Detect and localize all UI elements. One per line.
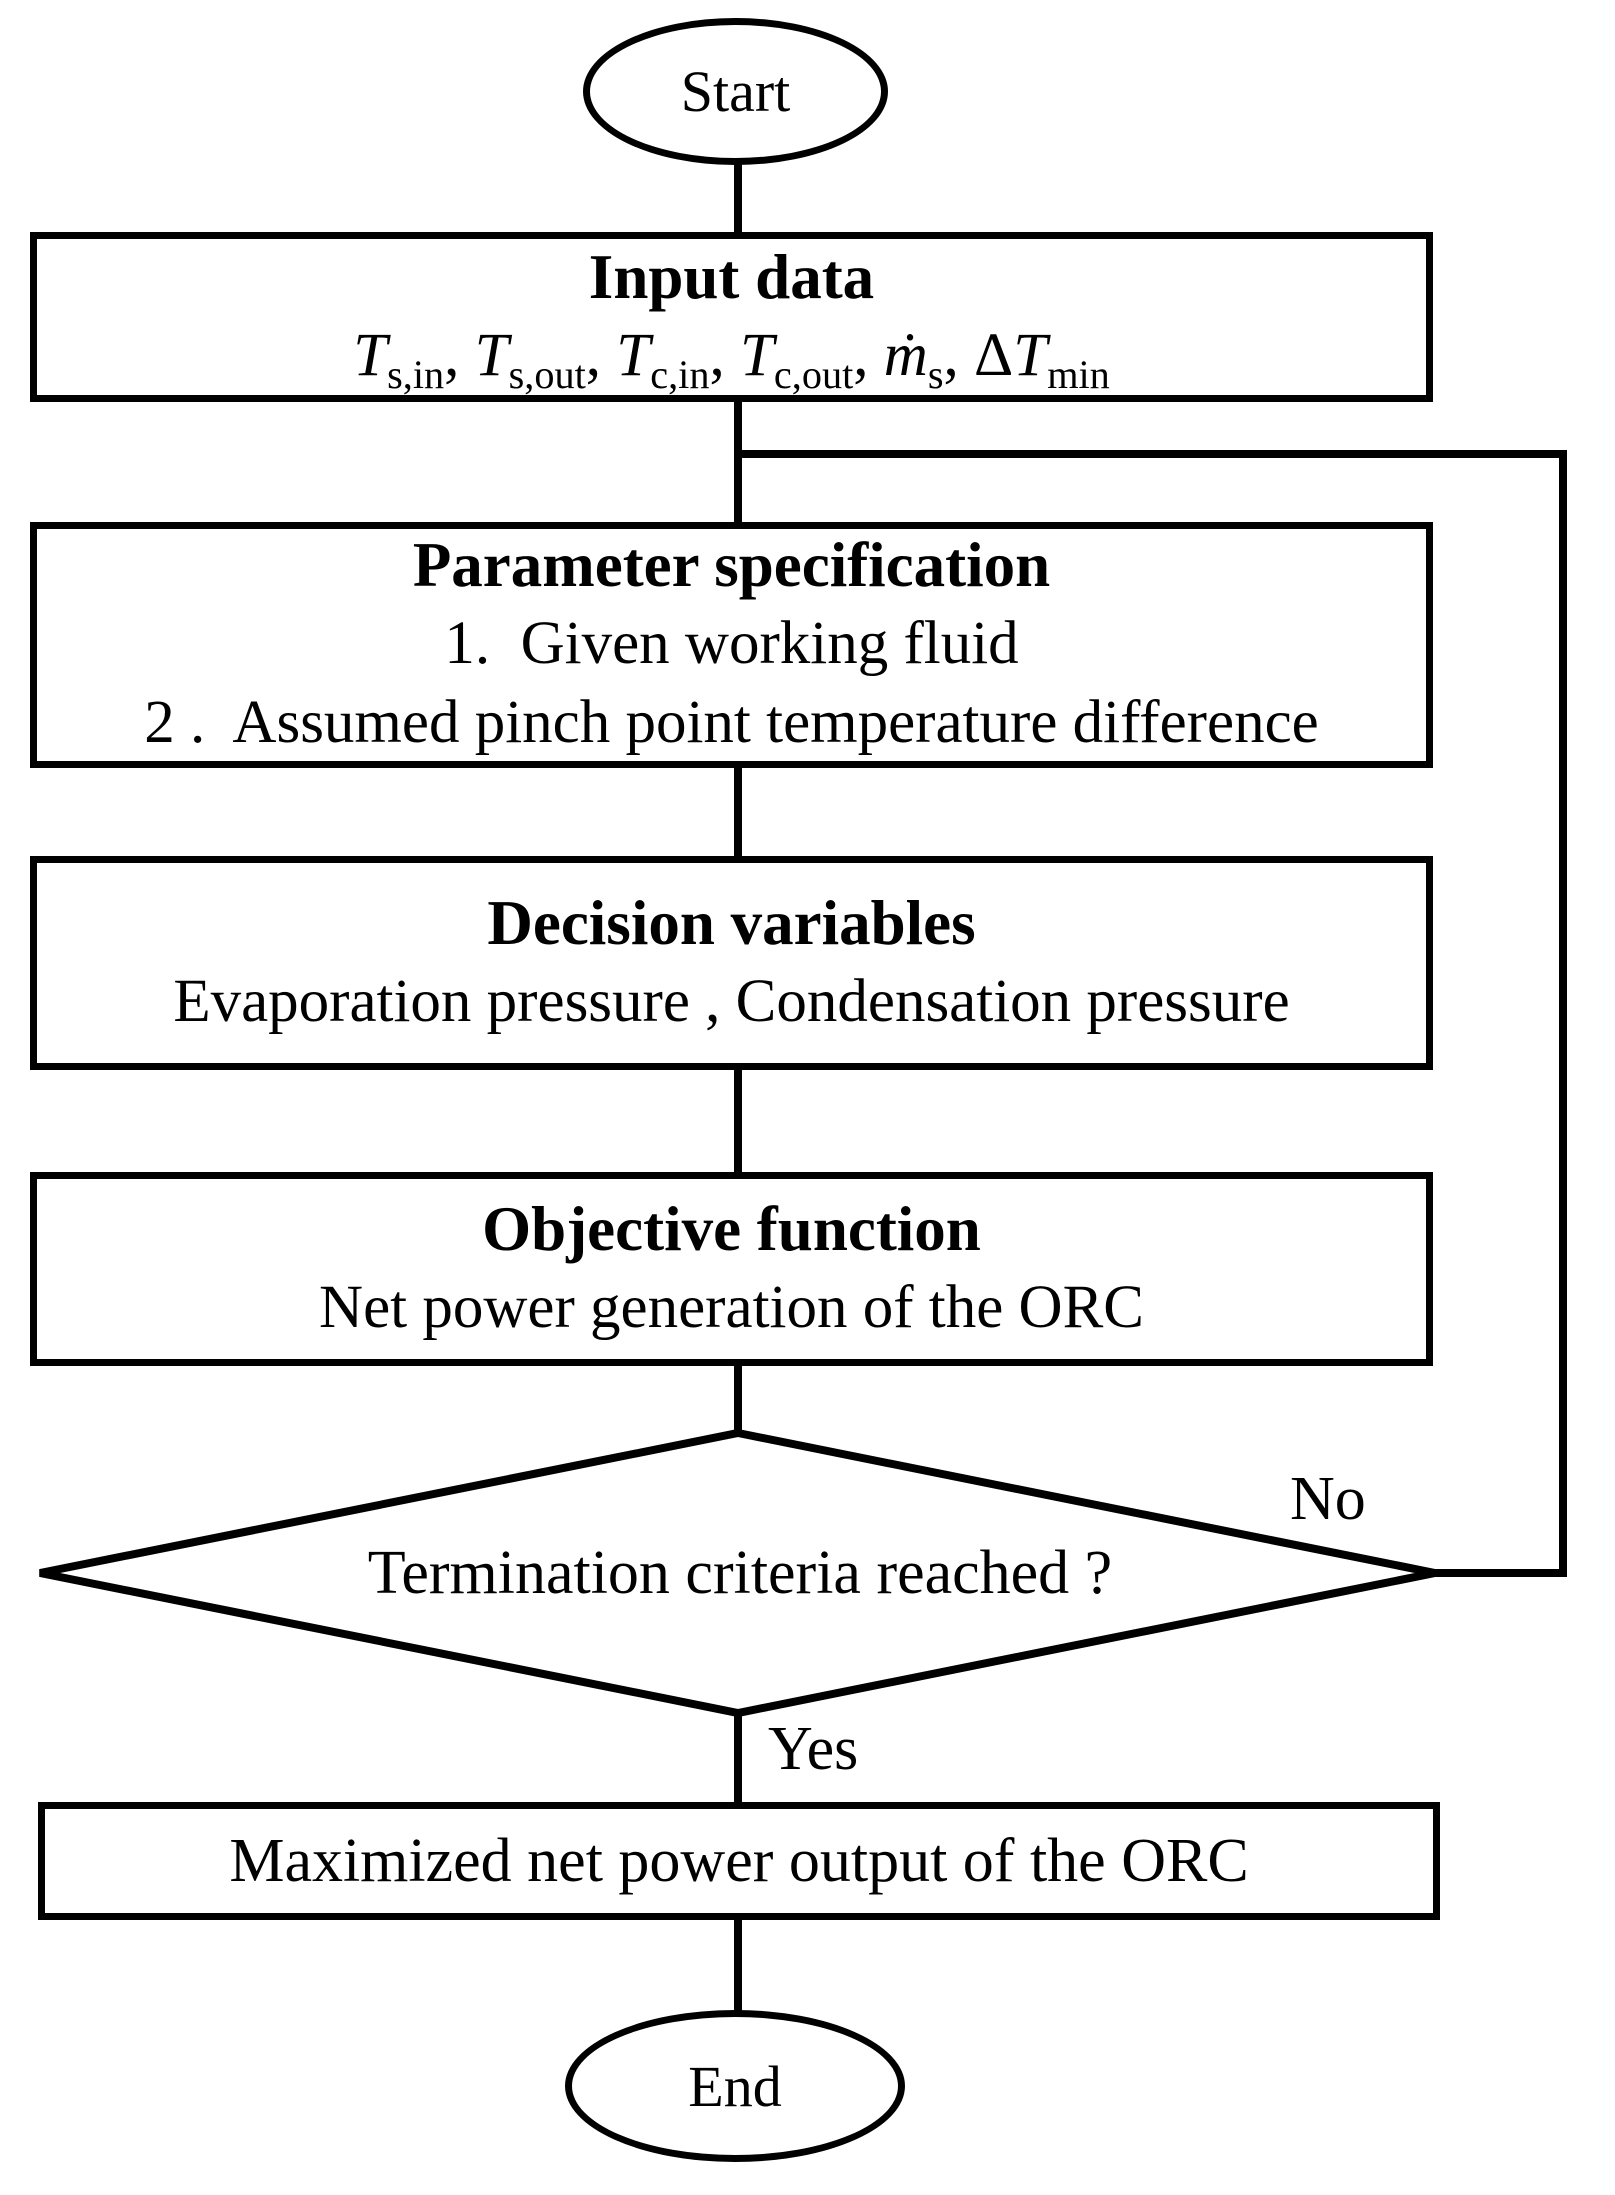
input-data-variables: Ts,in, Ts,out, Tc,in, Tc,out, ṁs, ΔTmin <box>353 316 1110 395</box>
formula-fragment: , <box>444 321 475 389</box>
parameter-specification-box: Parameter specification 1. Given working… <box>30 522 1433 768</box>
start-label: Start <box>680 59 791 124</box>
formula-fragment: , <box>585 321 617 389</box>
formula-fragment: ṁ <box>883 321 928 389</box>
objective-function-title: Objective function <box>482 1193 981 1264</box>
input-data-box: Input data Ts,in, Ts,out, Tc,in, Tc,out,… <box>30 232 1433 402</box>
termination-diamond-shape <box>39 1428 1436 1718</box>
parameter-specification-title: Parameter specification <box>412 530 1051 601</box>
decision-variables-title: Decision variables <box>487 887 976 958</box>
connector-result-to-end <box>734 1916 742 2014</box>
formula-fragment: , <box>709 321 740 389</box>
connector-decision-to-objective <box>734 1066 742 1176</box>
decision-variables-body: Evaporation pressure , Condensation pres… <box>173 967 1290 1035</box>
input-data-title: Input data <box>588 241 875 312</box>
formula-fragment: T <box>353 321 388 389</box>
formula-fragment: c,in <box>650 351 710 397</box>
objective-function-body: Net power generation of the ORC <box>319 1273 1144 1341</box>
formula-fragment: c,out <box>773 351 854 397</box>
end-terminal: End <box>565 2010 905 2162</box>
result-box: Maximized net power output of the ORC <box>38 1802 1440 1920</box>
connector-diamond-to-result <box>734 1709 742 1806</box>
decision-variables-box: Decision variables Evaporation pressure … <box>30 856 1433 1070</box>
connector-objective-to-diamond <box>734 1362 742 1442</box>
feedback-line-right <box>1559 450 1567 1577</box>
end-label: End <box>688 2053 782 2119</box>
formula-fragment: T <box>739 321 774 389</box>
formula-fragment: T <box>474 321 509 389</box>
formula-fragment: s <box>927 351 944 397</box>
parameter-item-1: 1. Given working fluid <box>444 610 1019 678</box>
formula-fragment: min <box>1047 351 1110 397</box>
connector-start-to-input <box>734 160 742 238</box>
formula-fragment: s,in <box>387 351 445 397</box>
parameter-item-2: 2 . Assumed pinch point temperature diff… <box>144 689 1319 757</box>
objective-function-box: Objective function Net power generation … <box>30 1172 1433 1366</box>
formula-fragment: s,out <box>508 351 586 397</box>
formula-fragment: T <box>1013 321 1048 389</box>
termination-question: Termination criteria reached ? <box>367 1539 1113 1607</box>
formula-fragment: , <box>853 321 884 389</box>
result-label: Maximized net power output of the ORC <box>229 1826 1249 1895</box>
yes-branch-label: Yes <box>768 1715 859 1783</box>
connector-parameter-to-decision <box>734 764 742 862</box>
formula-fragment: Δ <box>974 321 1014 389</box>
feedback-line-top <box>734 450 1567 458</box>
connector-input-to-parameter <box>734 398 742 526</box>
start-terminal: Start <box>583 18 888 165</box>
feedback-line-bottom <box>1435 1569 1567 1577</box>
no-branch-label: No <box>1290 1465 1366 1533</box>
formula-fragment: , <box>943 321 975 389</box>
formula-fragment: T <box>616 321 651 389</box>
